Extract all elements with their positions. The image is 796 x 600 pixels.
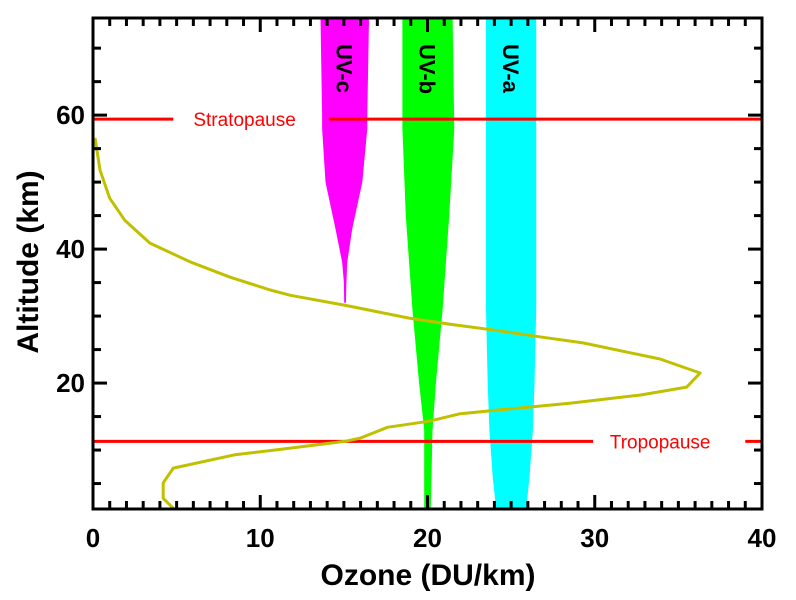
band-label-uv-b: UV-b <box>415 44 440 94</box>
y-tick-label: 40 <box>56 234 85 264</box>
band-label-uv-a: UV-a <box>498 44 523 94</box>
x-axis-ticks: 0 10 20 30 40 <box>86 18 777 553</box>
tropopause-label: Tropopause <box>610 432 711 453</box>
x-tick-label: 10 <box>246 523 275 553</box>
y-tick-label: 20 <box>56 368 85 398</box>
ozone-profile-line <box>93 137 702 510</box>
band-uv-c <box>320 18 369 303</box>
y-axis-title: Altitude (km) <box>12 170 45 353</box>
y-axis-ticks: 20 40 60 <box>56 46 762 486</box>
x-tick-label: 40 <box>748 523 777 553</box>
x-tick-label: 20 <box>413 523 442 553</box>
band-uv-a <box>486 18 537 509</box>
band-label-uv-c: UV-c <box>332 44 357 93</box>
stratopause-label: Stratopause <box>193 110 295 131</box>
x-tick-label: 0 <box>86 523 100 553</box>
band-uv-b <box>402 18 455 509</box>
uv-band-labels: UV-c UV-b UV-a <box>332 44 523 94</box>
x-axis-title: Ozone (DU/km) <box>320 559 535 592</box>
ozone-series <box>93 137 702 510</box>
uv-bands <box>320 18 537 509</box>
y-tick-label: 60 <box>56 100 85 130</box>
x-tick-label: 30 <box>580 523 609 553</box>
